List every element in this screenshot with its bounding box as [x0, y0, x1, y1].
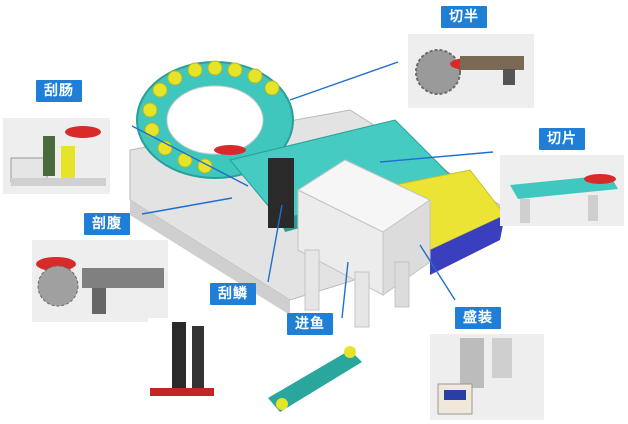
label-scrape-scale: 刮鳞: [210, 283, 256, 305]
label-feed-fish: 进鱼: [287, 313, 333, 335]
thumb-scrape-scale: [148, 318, 220, 410]
thumb-cut-half: [408, 34, 534, 108]
thumb-feed-fish: [264, 340, 364, 418]
label-cut-belly: 剖腹: [84, 213, 130, 235]
label-slice: 切片: [539, 128, 585, 150]
label-cut-half: 切半: [441, 6, 487, 28]
thumb-plate: [430, 334, 544, 420]
thumb-cut-belly: [32, 240, 168, 322]
thumb-scrape-intestine: [3, 118, 110, 194]
label-plate: 盛装: [455, 307, 501, 329]
label-scrape-intestine: 刮肠: [36, 80, 82, 102]
thumb-slice: [500, 155, 624, 226]
